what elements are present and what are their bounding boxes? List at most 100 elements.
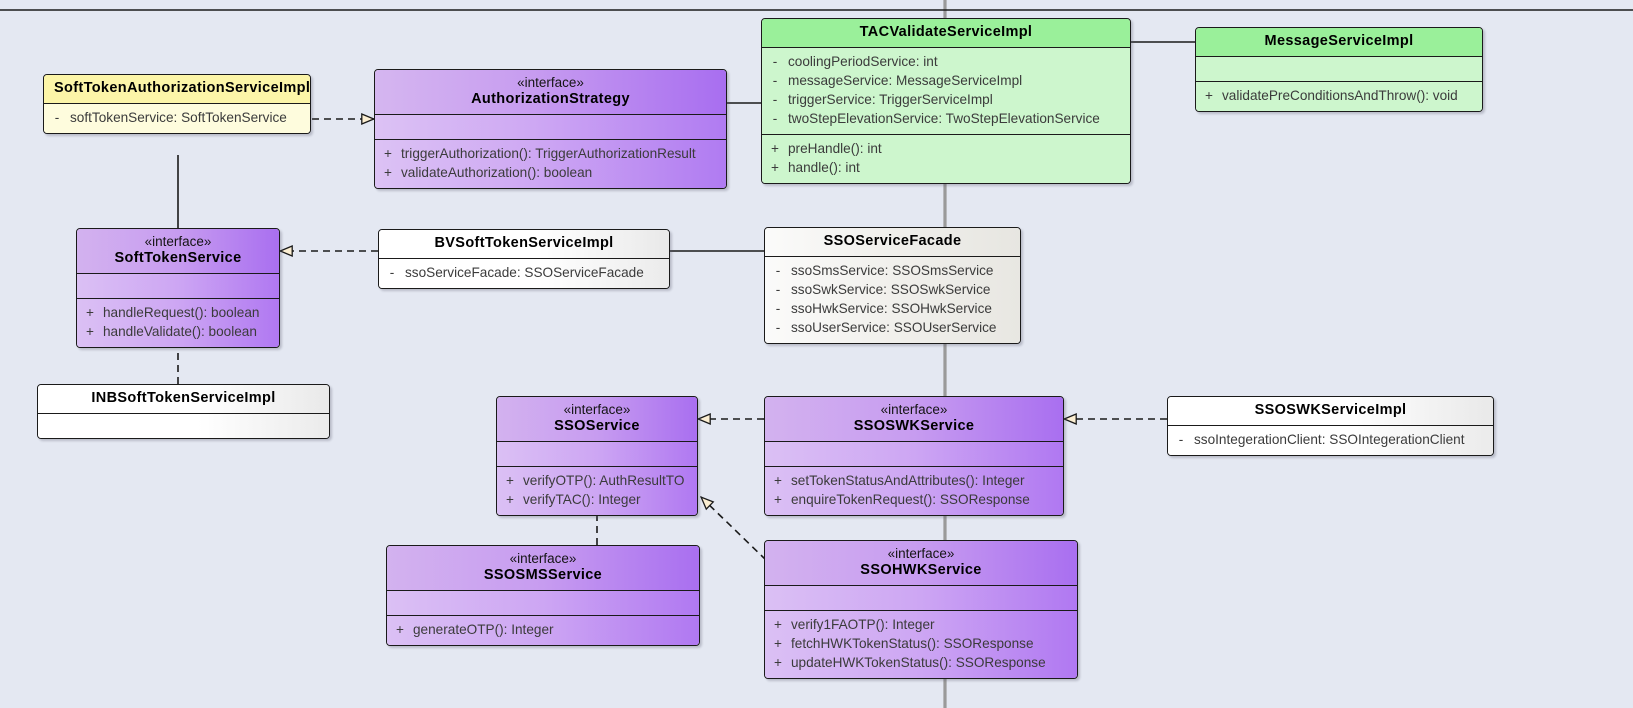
uml-class-inbsofttokenserviceimpl[interactable]: INBSoftTokenServiceImpl — [37, 384, 330, 440]
visibility-marker: - — [775, 263, 781, 279]
attribute-compartment — [387, 590, 699, 616]
operation-row: +verifyTAC(): Integer — [497, 490, 697, 509]
operation-compartment: + triggerAuthorization(): TriggerAuthoriz… — [375, 139, 726, 189]
operation-signature: preHandle(): int — [788, 141, 882, 157]
uml-class-authorizationstrategy[interactable]: «interface»AuthorizationStrategy+trigger… — [374, 69, 727, 190]
operation-signature: generateOTP(): Integer — [413, 622, 554, 638]
uml-class-ssoservice[interactable]: «interface»SSOService +verifyOTP(): AuthR… — [496, 396, 698, 517]
visibility-marker: + — [771, 160, 779, 176]
visibility-marker: + — [1205, 88, 1213, 104]
operation-compartment: +validatePreConditionsAndThrow(): void — [1196, 81, 1482, 112]
attribute-compartment: -ssoServiceFacade: SSOServiceFacade — [379, 258, 669, 289]
visibility-marker: + — [774, 636, 782, 652]
operation-signature: handleValidate(): boolean — [103, 324, 257, 340]
attribute-signature: ssoSmsService: SSOSmsService — [791, 263, 994, 279]
class-stereotype: «interface» — [563, 402, 631, 417]
uml-class-softtokenauthorizationserviceimpl[interactable]: SoftTokenAuthorizationServiceImpl-softTo… — [43, 74, 311, 135]
attribute-row: -ssoHwkService: SSOHwkService — [765, 299, 1020, 318]
uml-class-ssoswkserviceimpl[interactable]: SSOSWKServiceImpl -ssoIntegerationClient:… — [1167, 396, 1494, 457]
attribute-compartment — [1196, 56, 1482, 82]
class-name: SoftTokenAuthorizationServiceImpl — [54, 80, 311, 96]
attribute-row: -ssoIntegerationClient: SSOIntegerationC… — [1168, 430, 1493, 449]
operation-compartment: +setTokenStatusAndAttributes(): Integer+… — [765, 466, 1063, 516]
visibility-marker: - — [775, 320, 781, 336]
edge-ssohwkservice-to-ssoservice — [699, 495, 767, 561]
class-name: SSOSWKServiceImpl — [1254, 402, 1407, 418]
visibility-marker: - — [772, 54, 778, 70]
class-name: INBSoftTokenServiceImpl — [91, 390, 276, 406]
empty-compartment — [1196, 61, 1482, 75]
visibility-marker: + — [86, 305, 94, 321]
operation-signature: handleRequest(): boolean — [103, 305, 260, 321]
visibility-marker: + — [774, 473, 782, 489]
visibility-marker: + — [774, 492, 782, 508]
attribute-signature: ssoSwkService: SSOSwkService — [791, 282, 991, 298]
operation-row: + fetchHWKTokenStatus(): SSOResponse — [765, 634, 1077, 653]
visibility-marker: - — [772, 73, 778, 89]
visibility-marker: + — [396, 622, 404, 638]
attribute-compartment — [765, 585, 1077, 611]
operation-row: +triggerAuthorization(): TriggerAuthoriz… — [375, 144, 726, 163]
attribute-signature: softTokenService: SoftTokenService — [70, 110, 287, 126]
class-header-ssoservice: «interface»SSOService — [497, 397, 697, 442]
uml-class-bvsofttokenserviceimpl[interactable]: BVSoftTokenServiceImpl -ssoServiceFacade:… — [378, 229, 670, 290]
operation-row: +verifyOTP(): AuthResultTO — [497, 471, 697, 490]
empty-compartment — [765, 590, 1077, 604]
class-header-inbsofttokenserviceimpl: INBSoftTokenServiceImpl — [38, 385, 329, 414]
operation-signature: validateAuthorization(): boolean — [401, 165, 593, 181]
operation-signature: fetchHWKTokenStatus(): SSOResponse — [791, 636, 1034, 652]
visibility-marker: + — [384, 165, 392, 181]
uml-class-ssoswkservice[interactable]: «interface»SSOSWKService + setTokenStatusA… — [764, 396, 1064, 517]
operation-signature: verify1FAOTP(): Integer — [791, 617, 935, 633]
class-name: BVSoftTokenServiceImpl — [434, 235, 614, 251]
class-stereotype: «interface» — [887, 546, 955, 561]
attribute-row: -ssoServiceFacade: SSOServiceFacade — [379, 263, 669, 282]
empty-compartment — [765, 446, 1063, 460]
operation-compartment: + preHandle(): int+ handle(): int — [762, 134, 1130, 184]
operation-compartment: +verifyOTP(): AuthResultTO+verifyTAC(): … — [497, 466, 697, 516]
operation-row: + enquireTokenRequest(): SSOResponse — [765, 490, 1063, 509]
uml-class-ssosmsservice[interactable]: «interface»SSOSMSService+generateOTP(): … — [386, 545, 700, 647]
empty-compartment — [375, 119, 726, 133]
operation-compartment: + handleRequest(): boolean + handleValidate… — [77, 298, 279, 348]
visibility-marker: + — [86, 324, 94, 340]
class-name: SSOSWKService — [853, 417, 975, 434]
attribute-signature: ssoUserService: SSOUserService — [791, 320, 997, 336]
class-name: SSOHWKService — [860, 561, 982, 578]
attribute-signature: ssoIntegerationClient: SSOIntegerationCl… — [1194, 432, 1465, 448]
empty-compartment — [497, 446, 697, 460]
attribute-signature: messageService: MessageServiceImpl — [788, 73, 1023, 89]
uml-class-ssohwkservice[interactable]: «interface»SSOHWKService + verify1FAOTP():… — [764, 540, 1078, 680]
operation-row: + handle(): int — [762, 158, 1130, 177]
uml-class-messageserviceimpl[interactable]: MessageServiceImpl +validatePreConditions… — [1195, 27, 1483, 113]
operation-signature: handle(): int — [788, 160, 860, 176]
operation-row: + generateOTP(): Integer — [387, 620, 699, 639]
attribute-signature: coolingPeriodService: int — [788, 54, 938, 70]
operation-row: +validatePreConditionsAndThrow(): void — [1196, 86, 1482, 105]
visibility-marker: - — [775, 282, 781, 298]
attribute-compartment — [375, 114, 726, 140]
class-header-messageserviceimpl: MessageServiceImpl — [1196, 28, 1482, 57]
operation-signature: verifyTAC(): Integer — [523, 492, 641, 508]
operation-signature: updateHWKTokenStatus(): SSOResponse — [791, 655, 1046, 671]
uml-class-ssoservicefacade[interactable]: SSOServiceFacade-ssoSmsService: SSOSmsSe… — [764, 227, 1021, 345]
operation-row: + handleRequest(): boolean — [77, 303, 279, 322]
operation-signature: enquireTokenRequest(): SSOResponse — [791, 492, 1030, 508]
uml-class-tacvalidateserviceimpl[interactable]: TACValidateServiceImpl-coolingPeriodServ… — [761, 18, 1131, 185]
attribute-compartment — [38, 413, 329, 439]
attribute-row: -ssoSmsService: SSOSmsService — [765, 261, 1020, 280]
operation-signature: triggerAuthorization(): TriggerAuthoriza… — [401, 146, 696, 162]
attribute-signature: ssoServiceFacade: SSOServiceFacade — [405, 265, 644, 281]
operation-row: +updateHWKTokenStatus(): SSOResponse — [765, 653, 1077, 672]
attribute-compartment — [77, 273, 279, 299]
uml-class-softtokenservice[interactable]: «interface»SoftTokenService+handleReques… — [76, 228, 280, 349]
attribute-compartment — [497, 441, 697, 467]
attribute-signature: triggerService: TriggerServiceImpl — [788, 92, 993, 108]
class-header-ssoswkservice: «interface»SSOSWKService — [765, 397, 1063, 442]
operation-signature: setTokenStatusAndAttributes(): Integer — [791, 473, 1025, 489]
operation-row: + verify1FAOTP(): Integer — [765, 615, 1077, 634]
attribute-row: -twoStepElevationService: TwoStepElevati… — [762, 109, 1130, 128]
class-stereotype: «interface» — [144, 234, 212, 249]
visibility-marker: + — [774, 617, 782, 633]
